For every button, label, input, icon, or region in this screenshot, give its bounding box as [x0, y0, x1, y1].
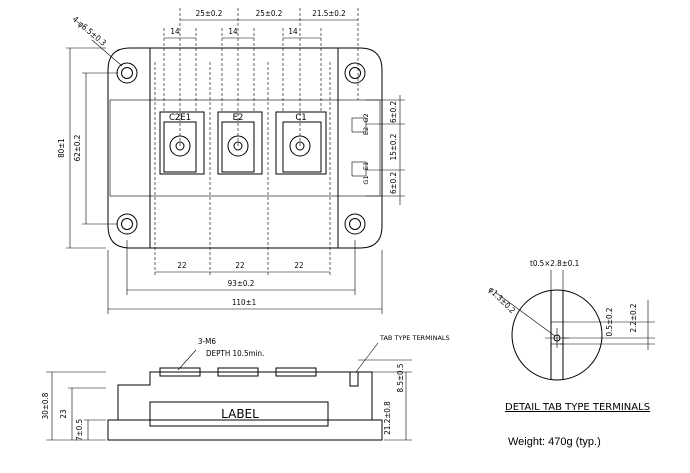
- mount-hole: [344, 62, 366, 84]
- dim-terminal-width: 14: [288, 27, 298, 36]
- tab-label: G1: [362, 175, 370, 184]
- dim-mount-height: 62±0.2: [73, 135, 82, 162]
- detail-tab: t0.5×2.8±0.1 φ1.3±0.2 2.2±0.2 0.5±0.2 DE…: [487, 259, 655, 413]
- tab-label: G2: [362, 113, 370, 122]
- dim-pitch-bottom: 22: [294, 261, 303, 270]
- dim-right: 6±0.2: [389, 172, 398, 194]
- dim-pitch-bottom: 22: [235, 261, 244, 270]
- dim-pitch: 25±0.2: [256, 9, 283, 18]
- dim-terminal-width: 14: [228, 27, 238, 36]
- dim-right: 15±0.2: [389, 134, 398, 161]
- depth-callout: DEPTH 10.5min.: [206, 349, 264, 358]
- terminal-label: C1: [295, 113, 306, 123]
- dim-detail-b: 0.5±0.2: [605, 308, 614, 337]
- dim-pitch: 21.5±0.2: [312, 9, 346, 18]
- dim-overall-height: 80±1: [57, 138, 66, 158]
- dim-tab-size: t0.5×2.8±0.1: [530, 259, 579, 268]
- dim-height-body: 23: [59, 409, 68, 418]
- dim-right-height: 21.2±0.8: [383, 401, 392, 435]
- tab-label: E2: [362, 127, 370, 135]
- side-view: LABEL 3-M6 DEPTH 10.5min. TAB TYPE TERMI…: [41, 334, 450, 441]
- top-view: C2E1 E2 C1 G2 E2 E1 G1 25±0.2 25±0.2 21.…: [57, 8, 405, 314]
- detail-title: DETAIL TAB TYPE TERMINALS: [505, 402, 650, 413]
- dim-right: 6±0.2: [389, 101, 398, 123]
- screw-callout: 3-M6: [198, 337, 216, 346]
- tab-callout: TAB TYPE TERMINALS: [379, 334, 450, 342]
- mount-hole: [344, 213, 366, 235]
- dim-pitch-bottom: 22: [177, 261, 186, 270]
- tab-label: E1: [362, 162, 370, 170]
- dim-base-height: 7±0.5: [75, 419, 84, 441]
- dim-mount-pitch: 93±0.2: [228, 279, 255, 288]
- dim-pitch: 25±0.2: [196, 9, 223, 18]
- dim-overall-length: 110±1: [232, 298, 256, 307]
- dim-hole-callout: 4-φ6.5±0.3: [71, 15, 108, 48]
- dim-hole-dia: φ1.3±0.2: [487, 285, 517, 315]
- label-text: LABEL: [221, 407, 259, 421]
- mount-hole: [116, 213, 138, 235]
- dim-detail-a: 2.2±0.2: [629, 304, 638, 333]
- mount-hole: [116, 62, 138, 84]
- dim-tab-height: 8.5±0.5: [396, 364, 405, 393]
- dim-height-total: 30±0.8: [41, 392, 50, 419]
- dim-terminal-width: 14: [170, 27, 180, 36]
- weight-text: Weight: 470g (typ.): [508, 436, 601, 448]
